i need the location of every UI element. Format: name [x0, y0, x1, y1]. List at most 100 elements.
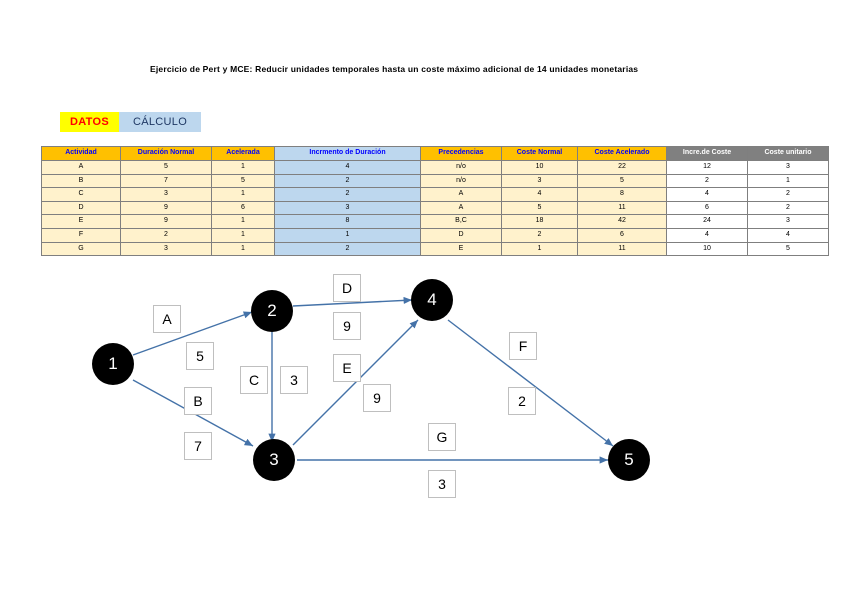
cell-coste-acelerado: 8: [577, 187, 667, 202]
cell-precedencias: A: [420, 200, 502, 216]
cell-incremento-coste: 6: [666, 200, 748, 216]
cell-coste-acelerado: 5: [577, 173, 667, 189]
cell-duracion-normal: 5: [120, 160, 212, 175]
cell-duracion-normal: 7: [120, 173, 212, 189]
tab-calculo[interactable]: CÁLCULO: [119, 112, 202, 132]
edge-4-5: [447, 319, 614, 447]
cell-duracion-normal: 2: [120, 227, 212, 243]
cell-incremento-coste: 10: [666, 241, 748, 257]
cell-coste-unitario: 2: [747, 187, 829, 202]
edge-label-duration-b: 7: [184, 432, 212, 460]
edge-label-duration-a: 5: [186, 342, 214, 370]
cell-duracion-normal: 9: [120, 200, 212, 216]
network-edges: [132, 296, 614, 464]
header-acelerada: Acelerada: [211, 146, 275, 161]
cell-coste-unitario: 4: [747, 227, 829, 243]
cell-incremento-coste: 12: [666, 160, 748, 175]
cell-acelerada: 6: [211, 200, 275, 216]
sheet-tabs: DATOS CÁLCULO: [60, 112, 202, 132]
header-actividad: Actividad: [41, 146, 121, 161]
header-coste-unitario: Coste unitario: [747, 146, 829, 161]
cell-coste-acelerado: 42: [577, 214, 667, 229]
edge-label-duration-d: 9: [333, 312, 361, 340]
cell-coste-normal: 3: [501, 173, 578, 189]
cell-incremento-coste: 4: [666, 227, 748, 243]
edge-3-4: [292, 319, 419, 446]
cell-precedencias: D: [420, 227, 502, 243]
cell-coste-unitario: 1: [747, 173, 829, 189]
cell-acelerada: 5: [211, 173, 275, 189]
edge-label-activity-f: F: [509, 332, 537, 360]
cell-incremento-duracion: 1: [274, 227, 421, 243]
edge-label-activity-c: C: [240, 366, 268, 394]
cell-actividad: G: [41, 241, 121, 257]
edge-label-activity-b: B: [184, 387, 212, 415]
cell-precedencias: n/o: [420, 173, 502, 189]
cell-duracion-normal: 3: [120, 187, 212, 202]
cell-coste-normal: 18: [501, 214, 578, 229]
node-3[interactable]: 3: [253, 439, 295, 481]
node-1[interactable]: 1: [92, 343, 134, 385]
tab-datos[interactable]: DATOS: [60, 112, 119, 132]
activities-table: Actividad Duración Normal Acelerada Incr…: [41, 146, 829, 257]
edge-label-activity-g: G: [428, 423, 456, 451]
cell-coste-acelerado: 11: [577, 241, 667, 257]
header-incremento-coste: Incre.de Coste: [666, 146, 748, 161]
table-row: F 2 1 1 D 2 6 4 4: [41, 227, 829, 243]
table-header-row: Actividad Duración Normal Acelerada Incr…: [41, 146, 829, 161]
page-title: Ejercicio de Pert y MCE: Reducir unidade…: [150, 64, 639, 74]
cell-actividad: B: [41, 173, 121, 189]
edge-label-duration-e: 9: [363, 384, 391, 412]
edge-label-activity-e: E: [333, 354, 361, 382]
cell-actividad: D: [41, 200, 121, 216]
table-row: C 3 1 2 A 4 8 4 2: [41, 187, 829, 202]
cell-precedencias: A: [420, 187, 502, 202]
cell-coste-unitario: 5: [747, 241, 829, 257]
cell-acelerada: 1: [211, 227, 275, 243]
table-row: E 9 1 8 B,C 18 42 24 3: [41, 214, 829, 229]
header-incremento-duracion: Incrmento de Duración: [274, 146, 421, 161]
node-5[interactable]: 5: [608, 439, 650, 481]
cell-acelerada: 1: [211, 241, 275, 257]
cell-actividad: C: [41, 187, 121, 202]
cell-coste-unitario: 3: [747, 214, 829, 229]
node-2[interactable]: 2: [251, 290, 293, 332]
node-4[interactable]: 4: [411, 279, 453, 321]
cell-incremento-duracion: 4: [274, 160, 421, 175]
cell-coste-normal: 5: [501, 200, 578, 216]
cell-duracion-normal: 9: [120, 214, 212, 229]
edge-label-activity-d: D: [333, 274, 361, 302]
cell-acelerada: 1: [211, 214, 275, 229]
cell-coste-normal: 2: [501, 227, 578, 243]
cell-coste-acelerado: 22: [577, 160, 667, 175]
cell-precedencias: B,C: [420, 214, 502, 229]
table-row: B 7 5 2 n/o 3 5 2 1: [41, 173, 829, 189]
pert-network-diagram: 1 2 3 4 5 A 5 B 7 C 3 D 9 E 9 F 2 G 3: [0, 270, 848, 530]
cell-coste-unitario: 2: [747, 200, 829, 216]
table-row: A 5 1 4 n/o 10 22 12 3: [41, 160, 829, 175]
cell-coste-acelerado: 6: [577, 227, 667, 243]
edge-1-2: [132, 311, 253, 356]
edge-label-activity-a: A: [153, 305, 181, 333]
header-duracion-normal: Duración Normal: [120, 146, 212, 161]
table-row: G 3 1 2 E 1 11 10 5: [41, 241, 829, 257]
cell-incremento-coste: 4: [666, 187, 748, 202]
header-coste-acelerado: Coste Acelerado: [577, 146, 667, 161]
cell-actividad: A: [41, 160, 121, 175]
cell-incremento-duracion: 2: [274, 187, 421, 202]
cell-coste-acelerado: 11: [577, 200, 667, 216]
cell-coste-normal: 10: [501, 160, 578, 175]
cell-incremento-coste: 2: [666, 173, 748, 189]
header-precedencias: Precedencias: [420, 146, 502, 161]
edge-label-duration-f: 2: [508, 387, 536, 415]
cell-incremento-duracion: 3: [274, 200, 421, 216]
cell-precedencias: E: [420, 241, 502, 257]
header-coste-normal: Coste Normal: [501, 146, 578, 161]
cell-actividad: E: [41, 214, 121, 229]
cell-incremento-duracion: 2: [274, 173, 421, 189]
cell-coste-normal: 1: [501, 241, 578, 257]
edge-2-4: [292, 296, 413, 307]
cell-acelerada: 1: [211, 160, 275, 175]
cell-incremento-duracion: 8: [274, 214, 421, 229]
